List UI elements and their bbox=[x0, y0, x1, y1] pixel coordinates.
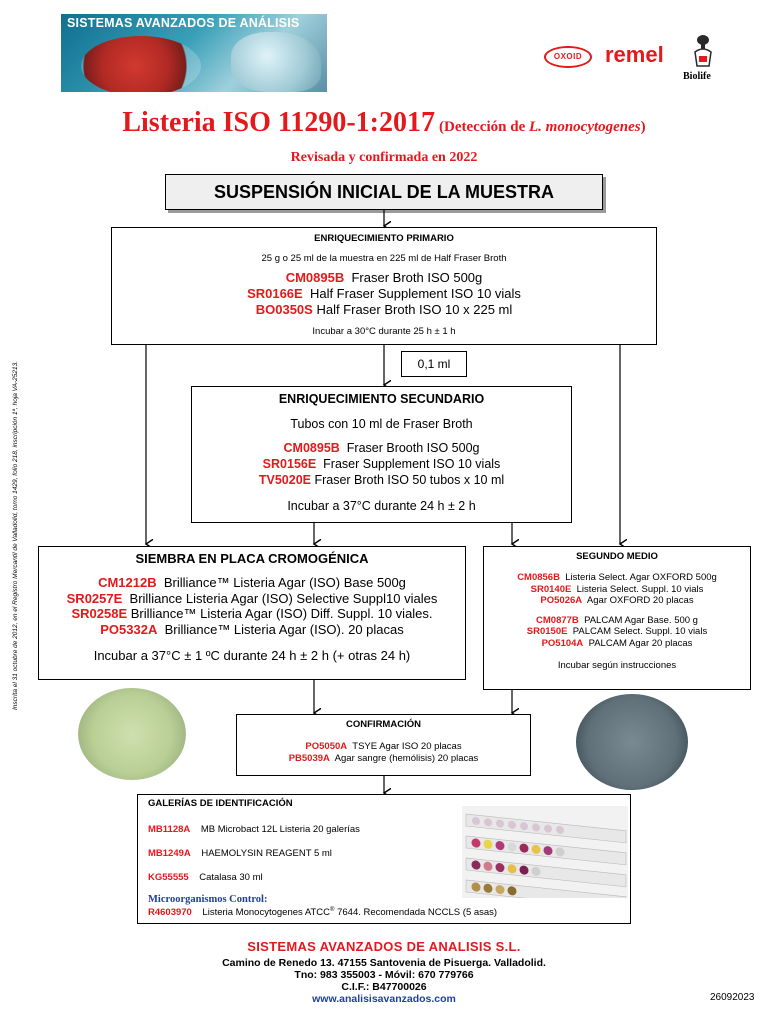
listeria-agar-plate-photo bbox=[78, 688, 186, 780]
second-medium-heading: SEGUNDO MEDIO bbox=[484, 551, 750, 562]
secondary-incubation: Incubar a 37°C durante 24 h ± 2 h bbox=[192, 499, 571, 513]
product-row: SR0140E Listeria Select. Suppl. 10 vials bbox=[484, 584, 750, 596]
chromogenic-incubation: Incubar a 37°C ± 1 ºC durante 24 h ± 2 h… bbox=[39, 648, 465, 663]
product-row: SR0150E PALCAM Select. Suppl. 10 vials bbox=[484, 626, 750, 638]
product-row: PB5039A Agar sangre (hemólisis) 20 placa… bbox=[237, 753, 530, 765]
confirmation-box: CONFIRMACIÓN PO5050A TSYE Agar ISO 20 pl… bbox=[236, 714, 531, 776]
document-code: 26092023 bbox=[710, 992, 755, 1003]
identification-heading: GALERÍAS DE IDENTIFICACIÓN bbox=[148, 798, 293, 809]
transfer-volume-box: 0,1 ml bbox=[401, 351, 467, 377]
confirmation-heading: CONFIRMACIÓN bbox=[237, 719, 530, 730]
secondary-enrichment-box: ENRIQUECIMIENTO SECUNDARIO Tubos con 10 … bbox=[191, 386, 572, 523]
secondary-heading: ENRIQUECIMIENTO SECUNDARIO bbox=[192, 392, 571, 406]
company-name: SISTEMAS AVANZADOS DE ANALISIS S.L. bbox=[0, 939, 768, 954]
primary-incubation: Incubar a 30°C durante 25 h ± 1 h bbox=[112, 326, 656, 337]
second-medium-incubation: Incubar según instrucciones bbox=[484, 660, 750, 671]
control-heading: Microorganismos Control: bbox=[148, 894, 267, 905]
website-link[interactable]: www.analisisavanzados.com bbox=[0, 993, 768, 1005]
primary-enrichment-box: ENRIQUECIMIENTO PRIMARIO 25 g o 25 ml de… bbox=[111, 227, 657, 345]
primary-heading: ENRIQUECIMIENTO PRIMARIO bbox=[112, 233, 656, 244]
product-row: CM0856B Listeria Select. Agar OXFORD 500… bbox=[484, 572, 750, 584]
second-medium-box: SEGUNDO MEDIO CM0856B Listeria Select. A… bbox=[483, 546, 751, 690]
product-row: SR0258E Brilliance™ Listeria Agar (ISO) … bbox=[39, 606, 465, 622]
company-phones: Tno: 983 355003 - Móvil: 670 779766 bbox=[0, 969, 768, 981]
product-row: CM0877B PALCAM Agar Base. 500 g bbox=[484, 615, 750, 627]
secondary-intro: Tubos con 10 ml de Fraser Broth bbox=[192, 417, 571, 431]
product-row: PO5026A Agar OXFORD 20 placas bbox=[484, 595, 750, 607]
product-row: PO5332A Brilliance™ Listeria Agar (ISO).… bbox=[39, 622, 465, 638]
control-row: R4603970 Listeria Monocytogenes ATCC® 76… bbox=[148, 907, 497, 918]
company-address: Camino de Renedo 13. 47155 Santovenia de… bbox=[0, 957, 768, 969]
primary-intro: 25 g o 25 ml de la muestra en 225 ml de … bbox=[112, 253, 656, 264]
product-row: PO5104A PALCAM Agar 20 placas bbox=[484, 638, 750, 650]
product-row: CM1212B Brilliance™ Listeria Agar (ISO) … bbox=[39, 575, 465, 591]
product-row: KG55555 Catalasa 30 ml bbox=[148, 872, 263, 883]
product-row: BO0350S Half Fraser Broth ISO 10 x 225 m… bbox=[112, 302, 656, 318]
product-row: SR0156E Fraser Supplement ISO 10 vials bbox=[192, 456, 571, 472]
product-row: SR0257E Brilliance Listeria Agar (ISO) S… bbox=[39, 591, 465, 607]
oxford-agar-plate-photo bbox=[576, 694, 688, 790]
company-cif: C.I.F.: B47700026 bbox=[0, 981, 768, 993]
product-row: CM0895B Fraser Brooth ISO 500g bbox=[192, 440, 571, 456]
product-row: MB1249A HAEMOLYSIN REAGENT 5 ml bbox=[148, 848, 332, 859]
chromogenic-heading: SIEMBRA EN PLACA CROMOGÉNICA bbox=[39, 551, 465, 566]
product-row: PO5050A TSYE Agar ISO 20 placas bbox=[237, 741, 530, 753]
microbact-strip-photo bbox=[462, 806, 628, 898]
product-row: TV5020E Fraser Broth ISO 50 tubos x 10 m… bbox=[192, 472, 571, 488]
product-row: SR0166E Half Fraser Supplement ISO 10 vi… bbox=[112, 286, 656, 302]
registry-side-note: Inscrita el 31 octubre de 2012, en el Re… bbox=[4, 330, 26, 710]
product-row: CM0895B Fraser Broth ISO 500g bbox=[112, 270, 656, 286]
chromogenic-plating-box: SIEMBRA EN PLACA CROMOGÉNICA CM1212B Bri… bbox=[38, 546, 466, 680]
product-row: MB1128A MB Microbact 12L Listeria 20 gal… bbox=[148, 824, 360, 835]
